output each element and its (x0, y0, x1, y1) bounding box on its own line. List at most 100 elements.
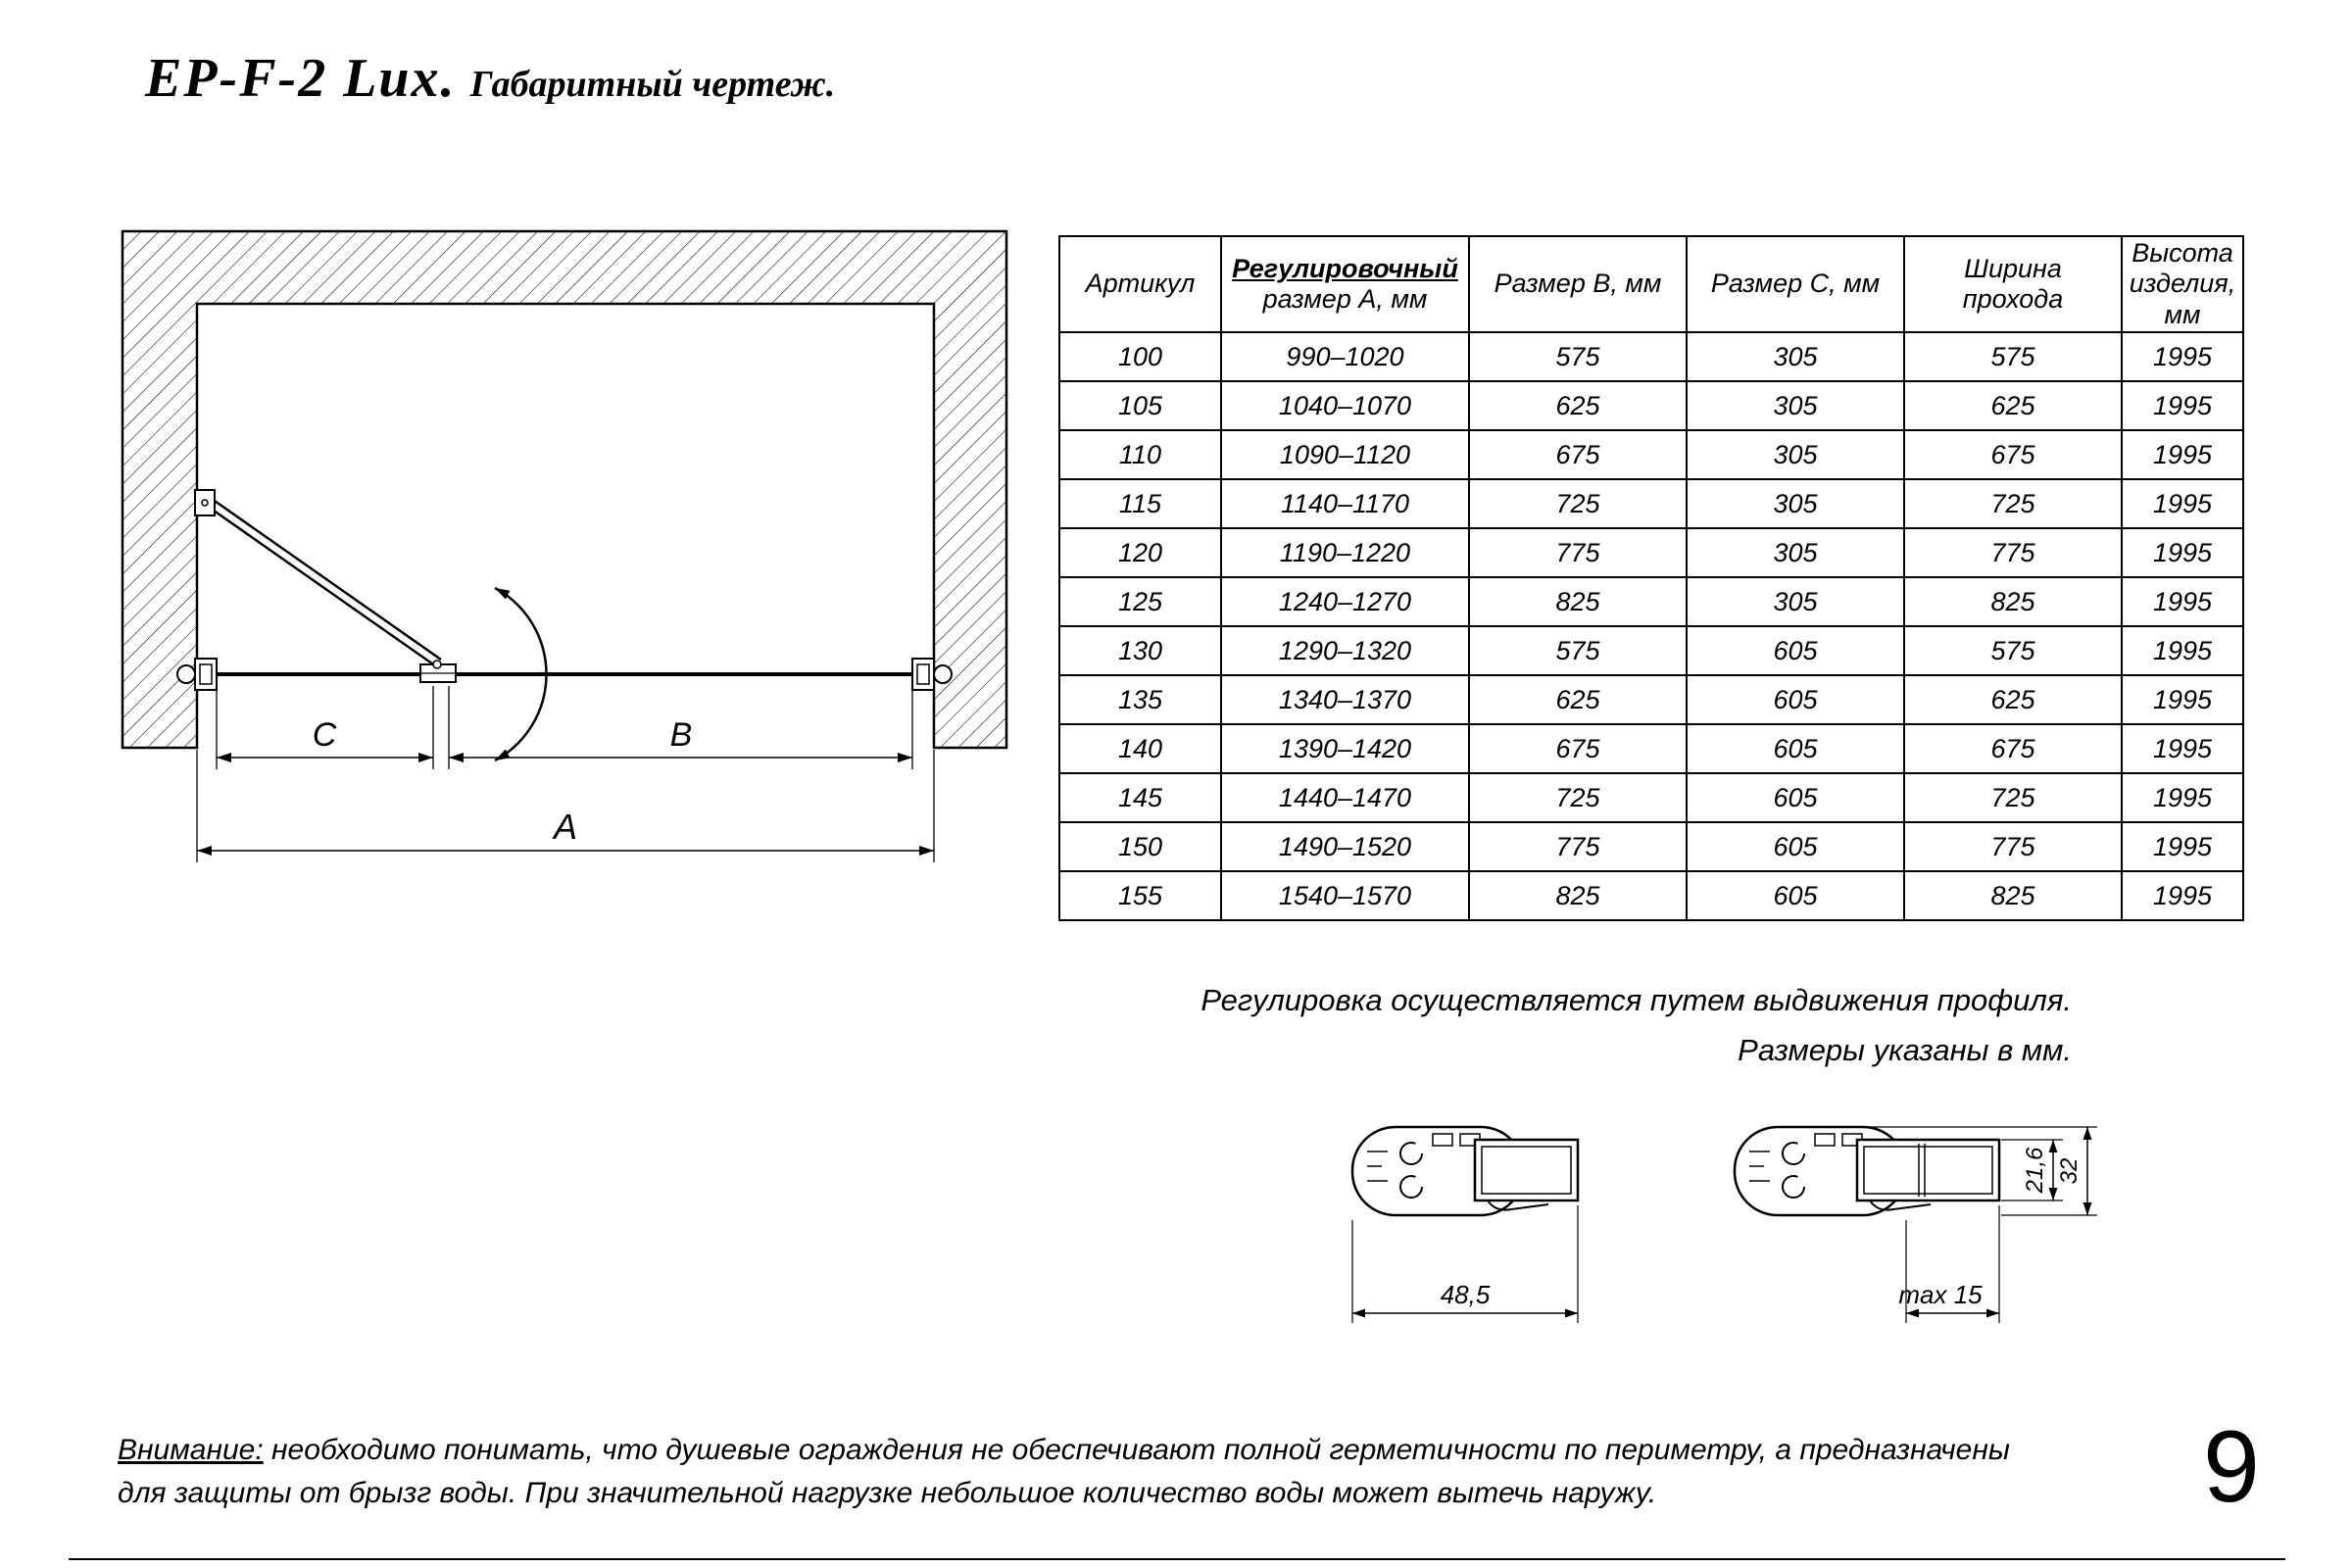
col-header-size-a-line2: размер А, мм (1262, 284, 1428, 314)
page-number: 9 (2203, 1410, 2260, 1524)
wall-section-hatch (121, 229, 1008, 750)
cell-size-b: 775 (1468, 821, 1688, 872)
cell-size-a: 1290–1320 (1220, 625, 1470, 676)
product-model-title: EP-F-2 Lux. (145, 48, 457, 109)
dimension-c (216, 686, 434, 769)
dimensional-drawing: C B A (113, 223, 1024, 900)
cell-size-b: 725 (1468, 772, 1688, 823)
cell-size-c: 605 (1686, 674, 1905, 725)
table-row: 135 1340–1370 625 605 625 1995 (1058, 674, 2244, 725)
door-swing-arc (494, 586, 548, 762)
cell-size-a: 1390–1420 (1220, 723, 1470, 774)
pivot-bracket (419, 663, 457, 683)
note-adjustment: Регулировка осуществляется путем выдвиже… (1200, 983, 2072, 1017)
spec-table-container: Артикул Регулировочный размер А, мм Разм… (1058, 235, 2244, 921)
cell-product-height: 1995 (2121, 772, 2244, 823)
dimension-a (196, 750, 935, 862)
cell-size-c: 305 (1686, 478, 1905, 529)
spec-table: Артикул Регулировочный размер А, мм Разм… (1058, 235, 2244, 921)
col-header-size-c: Размер С, мм (1686, 235, 1905, 333)
profile-max-extension-label: max 15 (1898, 1280, 1983, 1309)
cell-product-height: 1995 (2121, 478, 2244, 529)
col-header-artikul: Артикул (1058, 235, 1222, 333)
table-header-row: Артикул Регулировочный размер А, мм Разм… (1058, 235, 2244, 333)
cell-product-height: 1995 (2121, 723, 2244, 774)
cell-size-b: 675 (1468, 429, 1688, 480)
profile-extended (1733, 1125, 2001, 1217)
dimension-b (448, 686, 913, 769)
attention-text-line2: для защиты от брызг воды. При значительн… (118, 1476, 1657, 1509)
cell-size-a: 1440–1470 (1220, 772, 1470, 823)
col-header-size-a-line1: Регулировочный (1232, 253, 1458, 283)
cell-product-height: 1995 (2121, 429, 2244, 480)
cell-product-height: 1995 (2121, 380, 2244, 431)
support-bar (194, 489, 442, 669)
cell-size-c: 305 (1686, 576, 1905, 627)
page-bottom-rule (69, 1558, 2285, 1560)
cell-artikul: 120 (1058, 527, 1222, 578)
cell-size-c: 605 (1686, 870, 1905, 921)
drawing-type-subtitle: Габаритный чертеж. (469, 64, 836, 105)
table-row: 155 1540–1570 825 605 825 1995 (1058, 870, 2244, 921)
profile-inner-height-label: 21,6 (2022, 1147, 2048, 1194)
cell-product-height: 1995 (2121, 576, 2244, 627)
note-units: Размеры указаны в мм. (1738, 1033, 2072, 1068)
dim-a-label: A (552, 807, 577, 847)
cell-passage-width: 775 (1903, 527, 2123, 578)
cell-passage-width: 675 (1903, 429, 2123, 480)
col-header-product-height: Высота изделия, мм (2121, 235, 2244, 333)
cell-passage-width: 675 (1903, 723, 2123, 774)
table-row: 145 1440–1470 725 605 725 1995 (1058, 772, 2244, 823)
cell-passage-width: 825 (1903, 576, 2123, 627)
cell-product-height: 1995 (2121, 821, 2244, 872)
table-row: 120 1190–1220 775 305 775 1995 (1058, 527, 2244, 578)
cell-product-height: 1995 (2121, 870, 2244, 921)
cell-size-b: 625 (1468, 380, 1688, 431)
cell-size-c: 305 (1686, 527, 1905, 578)
cell-size-b: 825 (1468, 576, 1688, 627)
cell-size-a: 1140–1170 (1220, 478, 1470, 529)
cell-passage-width: 625 (1903, 674, 2123, 725)
table-row: 100 990–1020 575 305 575 1995 (1058, 331, 2244, 382)
table-row: 130 1290–1320 575 605 575 1995 (1058, 625, 2244, 676)
cell-size-b: 825 (1468, 870, 1688, 921)
profile-outer-height-label: 32 (2056, 1158, 2082, 1185)
dim-c-label: C (313, 716, 337, 754)
cell-size-b: 575 (1468, 331, 1688, 382)
table-row: 110 1090–1120 675 305 675 1995 (1058, 429, 2244, 480)
table-row: 105 1040–1070 625 305 625 1995 (1058, 380, 2244, 431)
cell-artikul: 115 (1058, 478, 1222, 529)
table-row: 115 1140–1170 725 305 725 1995 (1058, 478, 2244, 529)
table-row: 125 1240–1270 825 305 825 1995 (1058, 576, 2244, 627)
profile-outer-height-dim (1862, 1126, 2097, 1216)
cell-size-c: 305 (1686, 429, 1905, 480)
dimensional-drawing-svg: C B A (121, 229, 1008, 862)
col-header-size-a: Регулировочный размер А, мм (1220, 235, 1470, 333)
attention-label: Внимание: (118, 1434, 264, 1466)
cell-size-c: 605 (1686, 772, 1905, 823)
cell-artikul: 145 (1058, 772, 1222, 823)
cell-artikul: 150 (1058, 821, 1222, 872)
cell-product-height: 1995 (2121, 674, 2244, 725)
page-title: EP-F-2 Lux. Габаритный чертеж. (145, 47, 835, 110)
profile-sections-svg: 48,5 max 15 (1350, 1125, 2097, 1323)
cell-artikul: 140 (1058, 723, 1222, 774)
cell-size-b: 675 (1468, 723, 1688, 774)
cell-artikul: 110 (1058, 429, 1222, 480)
table-row: 150 1490–1520 775 605 775 1995 (1058, 821, 2244, 872)
profile-retracted (1350, 1125, 1580, 1217)
cell-passage-width: 825 (1903, 870, 2123, 921)
cell-size-b: 775 (1468, 527, 1688, 578)
cell-artikul: 100 (1058, 331, 1222, 382)
cell-passage-width: 575 (1903, 331, 2123, 382)
col-header-passage-width: Ширина прохода (1903, 235, 2123, 333)
cell-artikul: 105 (1058, 380, 1222, 431)
cell-passage-width: 625 (1903, 380, 2123, 431)
cell-size-a: 990–1020 (1220, 331, 1470, 382)
cell-size-b: 725 (1468, 478, 1688, 529)
cell-product-height: 1995 (2121, 331, 2244, 382)
cell-product-height: 1995 (2121, 625, 2244, 676)
cell-size-a: 1540–1570 (1220, 870, 1470, 921)
cell-size-a: 1340–1370 (1220, 674, 1470, 725)
